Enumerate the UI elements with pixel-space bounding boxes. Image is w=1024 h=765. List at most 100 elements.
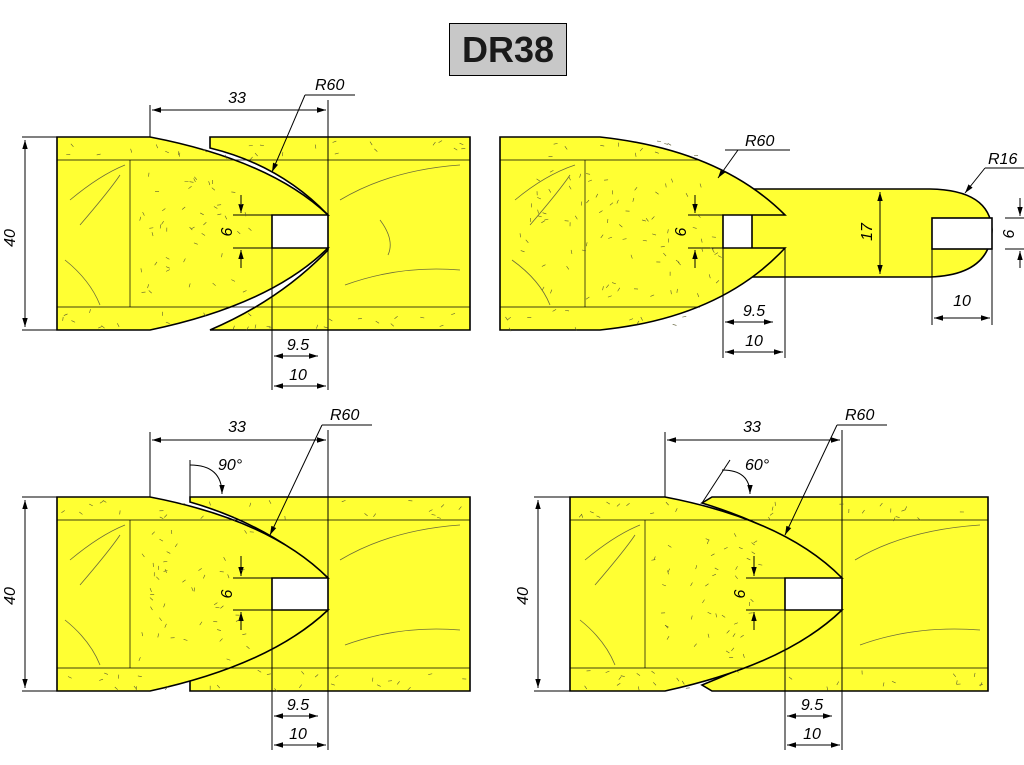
grain-speck xyxy=(148,290,152,294)
grain-speck xyxy=(183,639,188,641)
grain-speck xyxy=(585,296,590,300)
grain-speck xyxy=(203,222,207,226)
grain-speck xyxy=(665,624,669,629)
grain-speck xyxy=(581,249,586,252)
grain-speck xyxy=(194,176,198,181)
grain-speck xyxy=(257,669,262,673)
tl-width-label: 33 xyxy=(228,90,246,107)
grain-speck xyxy=(140,268,142,273)
grain-speck xyxy=(147,284,149,289)
grain-speck xyxy=(751,551,756,555)
grain-speck xyxy=(190,226,195,230)
grain-speck xyxy=(978,683,983,686)
grain-speck xyxy=(231,279,236,282)
grain-speck xyxy=(682,316,687,318)
grain-speck xyxy=(242,290,247,293)
grain-speck xyxy=(879,502,883,507)
grain-speck xyxy=(301,671,305,675)
grain-speck xyxy=(369,141,373,146)
grain-speck xyxy=(667,229,669,234)
bl-angle-label: 90° xyxy=(218,457,243,474)
grain-speck xyxy=(396,681,400,685)
grain-speck xyxy=(334,152,339,155)
grain-speck xyxy=(217,213,222,216)
grain-speck xyxy=(738,547,743,550)
grain-speck xyxy=(156,576,160,580)
grain-speck xyxy=(248,227,252,231)
grain-speck xyxy=(891,680,896,684)
panel-bottom-right: 40 33 R60 60° 6 9.5 10 xyxy=(515,407,989,750)
grain-speck xyxy=(882,682,885,687)
br-groove-label: 6 xyxy=(732,589,749,598)
grain-speck xyxy=(665,183,667,188)
grain-speck xyxy=(699,183,702,188)
bl-radius-label: R60 xyxy=(330,407,359,424)
panel-top-right: R60 R16 17 6 6 9.5 10 10 xyxy=(499,133,1024,358)
grain-speck xyxy=(138,657,141,662)
br-depth-b-label: 10 xyxy=(803,726,821,743)
grain-speck xyxy=(249,502,252,507)
board-right xyxy=(209,136,471,331)
grain-speck xyxy=(223,557,226,561)
grain-speck xyxy=(220,605,224,609)
grain-speck xyxy=(209,501,211,506)
grain-speck xyxy=(151,232,154,237)
grain-speck xyxy=(193,178,196,183)
grain-speck xyxy=(247,313,252,317)
grain-speck xyxy=(164,514,168,518)
grain-speck xyxy=(219,638,223,642)
grain-speck xyxy=(606,284,610,288)
grain-speck xyxy=(681,680,685,685)
grain-speck xyxy=(634,152,637,157)
grain-speck xyxy=(700,238,703,243)
grain-speck xyxy=(620,675,625,677)
grain-speck xyxy=(769,512,774,516)
grain-speck xyxy=(788,676,793,680)
grain-speck xyxy=(665,501,669,506)
grain-speck xyxy=(141,632,144,637)
grain-speck xyxy=(662,584,667,587)
grain-speck xyxy=(507,316,511,320)
grain-speck xyxy=(650,512,655,514)
grain-speck xyxy=(671,178,673,183)
grain-speck xyxy=(956,680,958,685)
grain-speck xyxy=(626,503,630,506)
grain-speck xyxy=(663,252,667,257)
grain-speck xyxy=(211,187,216,191)
br-height-label: 40 xyxy=(515,587,532,605)
grain-speck xyxy=(714,567,719,571)
grain-speck xyxy=(364,513,368,517)
grain-speck xyxy=(565,309,570,312)
grain-speck xyxy=(600,144,605,147)
grain-speck xyxy=(225,154,227,159)
grain-speck xyxy=(608,236,613,239)
grain-speck xyxy=(164,686,168,691)
grain-speck xyxy=(666,636,670,640)
grain-speck xyxy=(159,224,162,229)
grain-speck xyxy=(596,515,601,518)
bl-depth-b-label: 10 xyxy=(289,726,307,743)
grain-speck xyxy=(79,511,83,515)
grain-speck xyxy=(717,255,722,258)
grain-speck xyxy=(676,288,678,293)
tr-tongue-label: 17 xyxy=(859,222,876,241)
grain-speck xyxy=(505,316,508,321)
br-width-label: 33 xyxy=(743,419,761,436)
grain-speck xyxy=(63,313,68,316)
grain-speck xyxy=(139,216,142,221)
grain-speck xyxy=(618,676,622,680)
grain-speck xyxy=(155,144,159,149)
grain-speck xyxy=(893,517,896,522)
grain-speck xyxy=(520,250,525,253)
grain-speck xyxy=(630,254,633,259)
grain-speck xyxy=(71,320,76,323)
grain-speck xyxy=(70,143,74,148)
grain-speck xyxy=(61,510,65,513)
grain-speck xyxy=(208,181,211,186)
grain-speck xyxy=(537,197,541,200)
grain-speck xyxy=(634,186,638,191)
grain-speck xyxy=(708,274,711,279)
grain-speck xyxy=(667,570,669,575)
grain-speck xyxy=(606,501,610,505)
grain-speck xyxy=(750,598,754,603)
